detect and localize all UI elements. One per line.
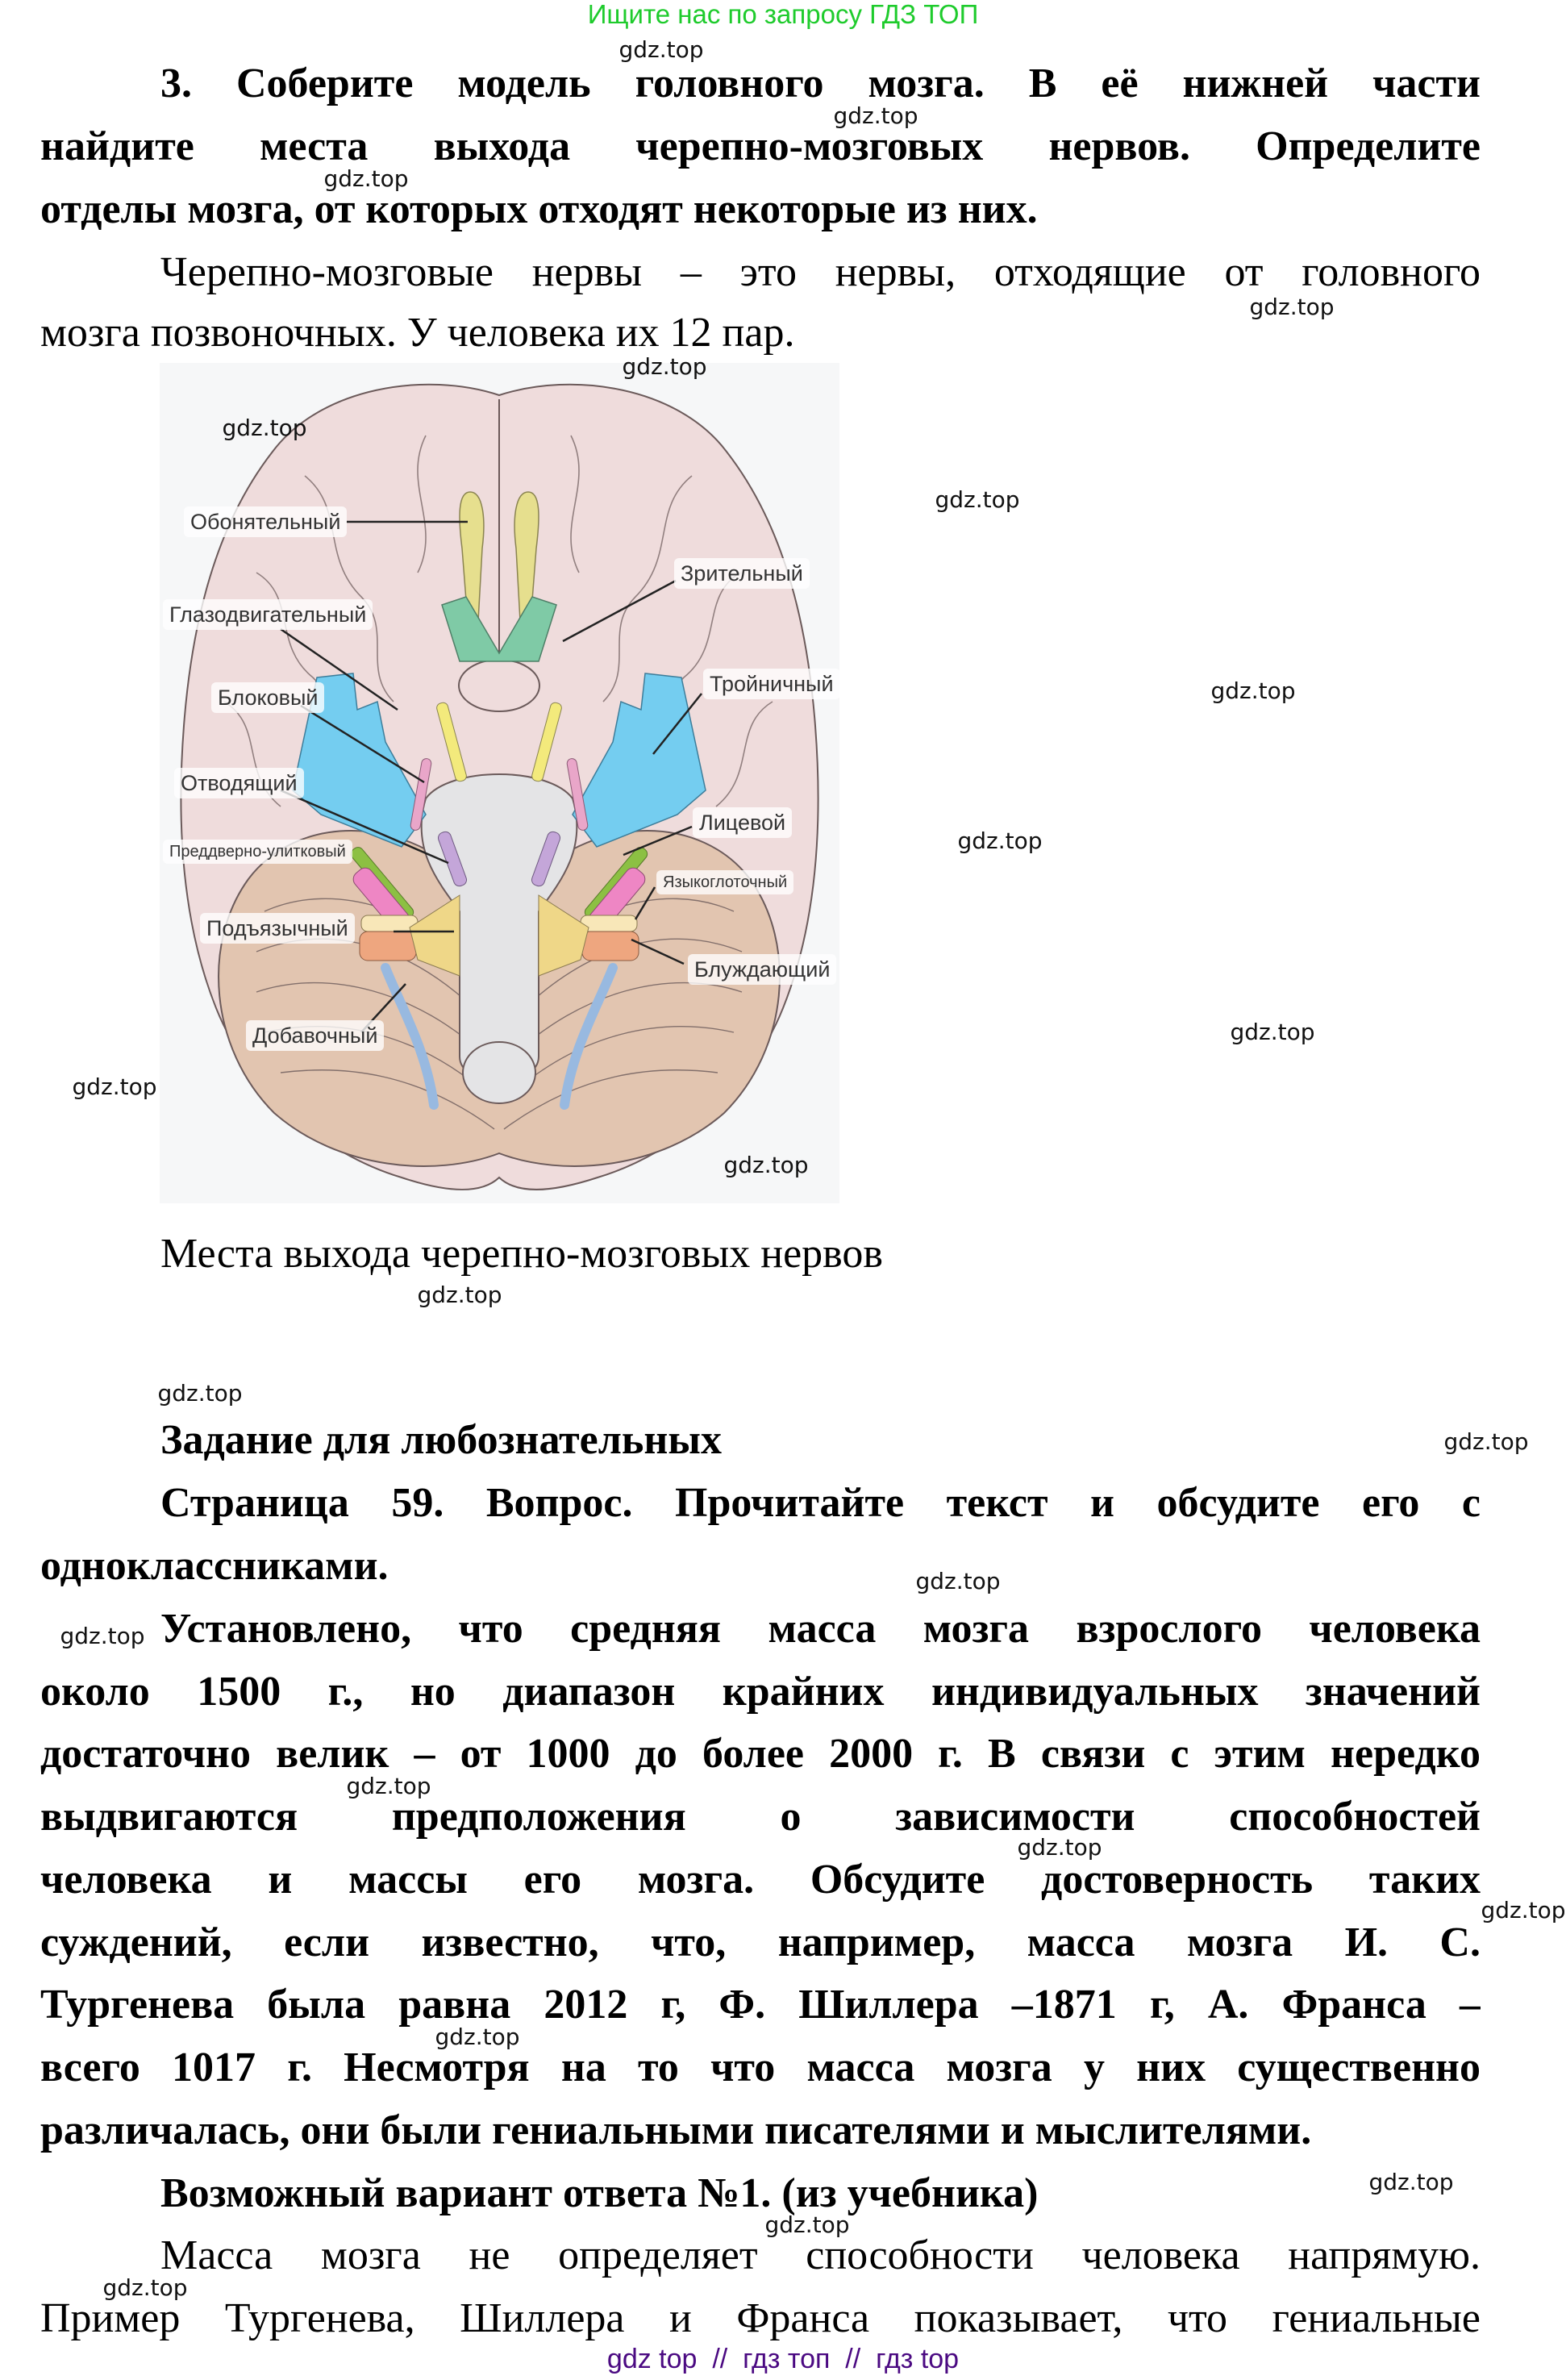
text-line-9: различалась, они были гениальными писате… [40, 2107, 1312, 2153]
question-text: Страница 59. Вопрос. Прочитайте текст и … [160, 1480, 1481, 1526]
watermark: gdz.top [935, 486, 1020, 513]
watermark: gdz.top [60, 1623, 145, 1649]
text-line-3: достаточно велик – от 1000 до более 2000… [40, 1723, 1481, 1786]
task-heading-line-1: 3. Соберите модель головного мозга. В её… [160, 52, 1481, 115]
intro-line-2: мозга позвоночных. У человека их 12 пар. [40, 310, 795, 356]
watermark: gdz.top [323, 165, 409, 192]
label-olfactory-nerve: Обонятельный [184, 506, 348, 537]
watermark: gdz.top [622, 353, 707, 380]
answer-line-1: Масса мозга не определяет способности че… [160, 2224, 1481, 2287]
watermark: gdz.top [346, 1773, 431, 1799]
curious-heading: Задание для любознательных [160, 1417, 722, 1463]
answer-heading: Возможный вариант ответа №1. (из учебник… [160, 2170, 1039, 2216]
intro-line-1: Черепно-мозговые нервы – это нервы, отхо… [160, 241, 1481, 304]
task-text: найдите места выхода черепно-мозговых не… [40, 123, 1481, 169]
brainstem [420, 773, 578, 1082]
brain-illustration [180, 383, 819, 1190]
text-line: Тургенева была равна 2012 г, Ф. Шиллера … [40, 1982, 1481, 2028]
label-optic-nerve: Зрительный [674, 558, 810, 589]
question-line-2: одноклассниками. [40, 1543, 389, 1589]
label-facial-nerve: Лицевой [693, 807, 793, 838]
label-accessory-nerve: Добавочный [246, 1020, 385, 1051]
text-line: выдвигаются предположения о зависимости … [40, 1794, 1481, 1840]
watermark: gdz.top [102, 2274, 188, 2301]
text-line-7: Тургенева была равна 2012 г, Ф. Шиллера … [40, 1974, 1481, 2036]
label-vestibulocochlear-nerve: Преддверно-улитковый [163, 840, 352, 864]
label-trigeminal-nerve: Тройничный [703, 669, 840, 699]
watermark: gdz.top [915, 1568, 1001, 1594]
watermark: gdz.top [1230, 1019, 1315, 1045]
text-line-1: Установлено, что средняя масса мозга взр… [160, 1598, 1481, 1661]
watermark: gdz.top [1368, 2169, 1454, 2195]
answer-text: Пример Тургенева, Шиллера и Франса показ… [40, 2295, 1481, 2341]
question-line-1: Страница 59. Вопрос. Прочитайте текст и … [160, 1472, 1481, 1535]
label-hypoglossal-nerve: Подъязычный [200, 913, 355, 944]
watermark: gdz.top [618, 36, 704, 63]
watermark: gdz.top [417, 1282, 502, 1308]
watermark: gdz.top [1481, 1897, 1566, 1924]
answer-text: Масса мозга не определяет способности че… [160, 2232, 1481, 2278]
task-heading-line-2: найдите места выхода черепно-мозговых не… [40, 115, 1481, 178]
text-line-8: всего 1017 г. Несмотря на то что масса м… [40, 2036, 1481, 2099]
watermark: gdz.top [222, 415, 307, 441]
optic-nerve [441, 596, 557, 662]
text-line-6: суждений, если известно, что, например, … [40, 1911, 1481, 1974]
accessory-nerve [381, 963, 439, 1110]
intro-text: Черепно-мозговые нервы – это нервы, отхо… [160, 249, 1481, 295]
label-oculomotor-nerve: Глазодвигательный [163, 599, 373, 630]
text-line: Установлено, что средняя масса мозга взр… [160, 1606, 1481, 1652]
glossopharyngeal-nerve [360, 915, 419, 932]
task-heading-line-3: отделы мозга, от которых отходят некотор… [40, 186, 1038, 232]
answer-line-2: Пример Тургенева, Шиллера и Франса показ… [40, 2287, 1481, 2350]
text-line: всего 1017 г. Несмотря на то что масса м… [40, 2044, 1481, 2090]
text-line-4: выдвигаются предположения о зависимости … [40, 1786, 1481, 1849]
watermark: gdz.top [833, 102, 918, 129]
label-glossopharyngeal-nerve: Языкоглоточный [656, 870, 794, 894]
label-vagus-nerve: Блуждающий [688, 954, 837, 985]
oculomotor-nerve [436, 702, 467, 782]
watermark: gdz.top [1443, 1428, 1529, 1455]
watermark: gdz.top [723, 1152, 809, 1178]
watermark: gdz.top [764, 2211, 850, 2238]
watermark: gdz.top [157, 1380, 243, 1407]
watermark: gdz.top [1210, 677, 1296, 704]
text-line: около 1500 г., но диапазон крайних индив… [40, 1669, 1481, 1715]
brain-cranial-nerves-figure: Обонятельный Зрительный Глазодвигательны… [160, 363, 840, 1203]
watermark: gdz.top [72, 1073, 157, 1100]
task-text: 3. Соберите модель головного мозга. В её… [160, 60, 1481, 106]
vagus-nerve [359, 931, 417, 961]
search-banner[interactable]: Ищите нас по запросу ГДЗ ТОП [587, 0, 979, 29]
watermark: gdz.top [435, 2024, 520, 2050]
text-line: человека и массы его мозга. Обсудите дос… [40, 1857, 1481, 1903]
watermark: gdz.top [957, 827, 1043, 854]
text-line: суждений, если известно, что, например, … [40, 1919, 1481, 1965]
trochlear-nerve [410, 758, 432, 831]
hypoglossal-nerve [409, 894, 460, 977]
label-abducens-nerve: Отводящий [174, 768, 304, 798]
text-line: достаточно велик – от 1000 до более 2000… [40, 1731, 1481, 1777]
label-trochlear-nerve: Блоковый [211, 682, 325, 713]
watermark: gdz.top [1249, 294, 1335, 320]
text-line-5: человека и массы его мозга. Обсудите дос… [40, 1849, 1481, 1911]
watermark: gdz.top [1017, 1834, 1102, 1861]
figure-caption: Места выхода черепно-мозговых нервов [160, 1231, 883, 1277]
text-line-2: около 1500 г., но диапазон крайних индив… [40, 1661, 1481, 1724]
footer-links[interactable]: gdz top // гдз топ // гдз top [606, 2344, 960, 2374]
